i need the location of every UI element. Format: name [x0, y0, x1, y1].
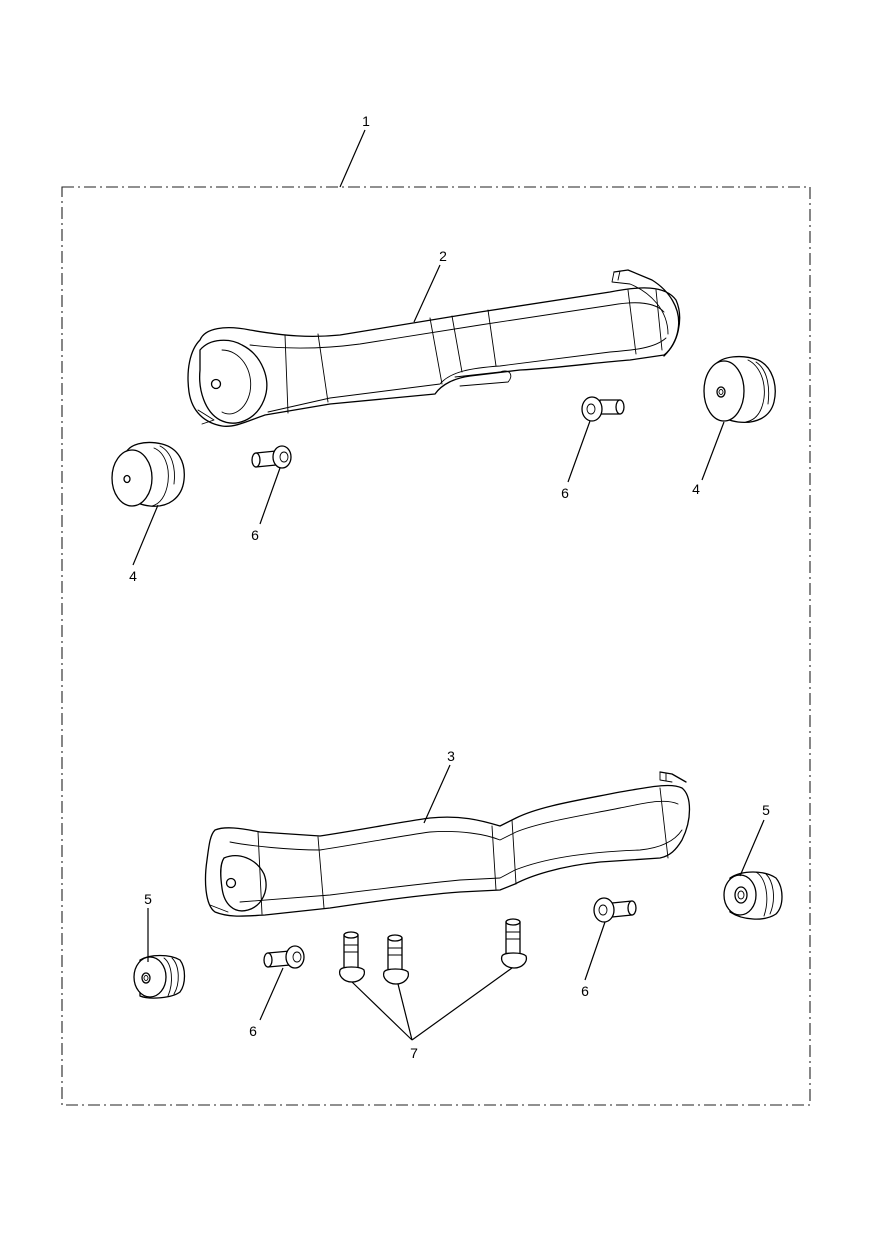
screw-lower-left[interactable]	[263, 945, 305, 969]
upper-grab-rail[interactable]	[187, 269, 681, 427]
bung-upper-right[interactable]	[703, 355, 776, 424]
screw-upper-left[interactable]	[251, 445, 292, 469]
bolt-left[interactable]	[338, 931, 366, 983]
kit-boundary-frame	[61, 186, 811, 1106]
callout-upper-rail: 2	[439, 248, 447, 264]
callout-lower-rail: 3	[447, 748, 455, 764]
bung-lower-left[interactable]	[133, 954, 186, 999]
bung-upper-left[interactable]	[111, 441, 185, 507]
callout-screw-lower-right: 6	[581, 983, 589, 999]
callout-screw-upper-left: 6	[251, 527, 259, 543]
callout-bung-lower-right: 5	[762, 802, 770, 818]
bung-lower-right[interactable]	[723, 871, 783, 920]
callout-bung-lower-left: 5	[144, 891, 152, 907]
screw-upper-right[interactable]	[581, 396, 625, 422]
callout-bung-upper-left: 4	[129, 568, 137, 584]
bolt-right[interactable]	[500, 918, 528, 969]
lower-grab-rail[interactable]	[204, 771, 691, 917]
callout-bolts-group: 7	[410, 1045, 418, 1061]
callout-screw-lower-left: 6	[249, 1023, 257, 1039]
callout-kit: 1	[362, 113, 370, 129]
leader-lines	[132, 129, 765, 1041]
bolt-middle[interactable]	[382, 934, 410, 985]
callout-screw-upper-right: 6	[561, 485, 569, 501]
callout-bung-upper-right: 4	[692, 481, 700, 497]
screw-lower-right[interactable]	[593, 897, 637, 923]
